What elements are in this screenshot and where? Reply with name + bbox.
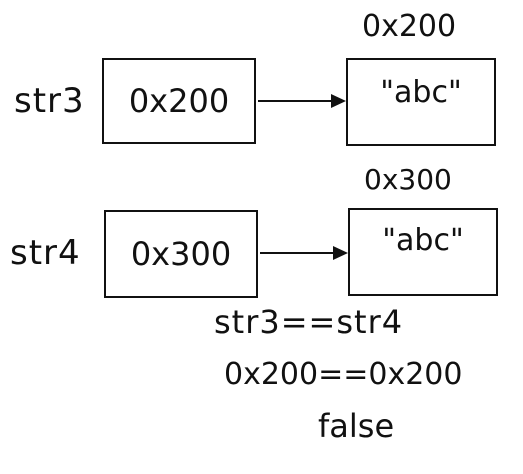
string-object-value-2: "abc": [382, 223, 464, 258]
variable-label-str3: str3: [14, 81, 85, 121]
string-object-box-1: "abc": [346, 58, 496, 146]
variable-label-str4: str4: [10, 233, 81, 273]
arrow-str3-to-object: [258, 94, 346, 108]
arrow-str4-to-object: [260, 246, 348, 260]
object-address-label-1: 0x200: [362, 9, 457, 44]
comparison-result: false: [318, 407, 395, 445]
comparison-expression: str3==str4: [214, 303, 404, 341]
object-address-label-2: 0x300: [364, 163, 452, 196]
string-object-box-2: "abc": [348, 208, 498, 296]
reference-box-str3: 0x200: [102, 58, 256, 144]
reference-value-str3: 0x200: [128, 82, 230, 120]
string-object-value-1: "abc": [380, 75, 462, 110]
reference-value-str4: 0x300: [130, 235, 232, 273]
address-comparison: 0x200==0x200: [224, 357, 463, 392]
reference-box-str4: 0x300: [104, 210, 258, 298]
